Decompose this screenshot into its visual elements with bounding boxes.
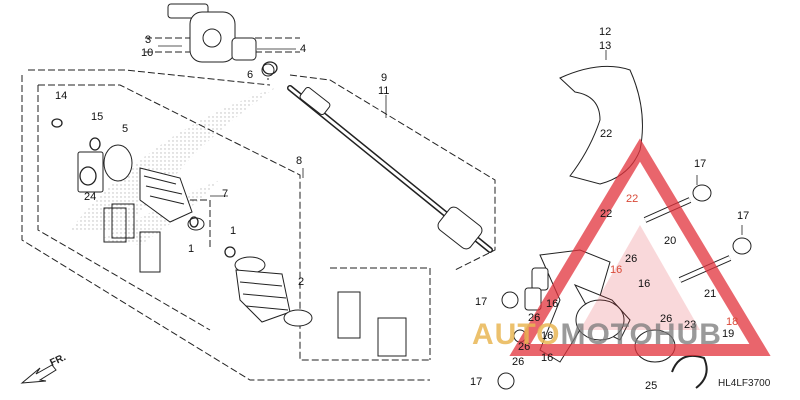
callout-9: 9 [381, 72, 388, 84]
cv-boot-inner [234, 256, 313, 327]
callout-15: 15 [91, 111, 104, 123]
callout-16b: 16 [638, 278, 651, 290]
callout-20: 20 [664, 235, 677, 247]
watermark-part-1: AUTO [472, 318, 561, 351]
callout-16a: 16 [610, 264, 623, 276]
callout-3: 3 [145, 34, 152, 46]
callout-17c: 17 [475, 296, 488, 308]
watermark-part-3: HUB [653, 318, 722, 351]
watermark-text: AUTOMOTOHUB [472, 318, 722, 352]
callout-7: 7 [222, 188, 229, 200]
callout-18: 18 [726, 316, 739, 328]
callout-1a: 1 [230, 225, 237, 237]
callout-11: 11 [378, 85, 390, 97]
callout-16d: 16 [541, 330, 554, 342]
callout-4: 4 [300, 43, 307, 55]
watermark-wing-logo [70, 88, 275, 245]
callout-8: 8 [296, 155, 303, 167]
pins-and-boxes [77, 151, 407, 357]
callout-26e: 26 [512, 356, 525, 368]
callout-10: 10 [141, 47, 154, 59]
callout-17d: 17 [470, 376, 483, 388]
callout-24: 24 [84, 191, 97, 203]
callout-26a: 26 [625, 253, 638, 265]
callout-26c: 26 [518, 341, 531, 353]
callout-16c: 16 [546, 298, 559, 310]
callout-13: 13 [599, 40, 612, 52]
watermark-triangle [509, 138, 771, 356]
callout-23: 23 [684, 319, 697, 331]
driveshaft [287, 85, 493, 253]
callout-17a: 17 [694, 158, 707, 170]
callout-17b: 17 [737, 210, 750, 222]
callout-16e: 16 [541, 352, 554, 364]
leader-lines [158, 45, 743, 235]
callout-14: 14 [55, 90, 68, 102]
cv-joint-outer [167, 3, 275, 77]
callout-12: 12 [599, 26, 612, 38]
callout-22a: 22 [600, 128, 613, 140]
cv-boot-outer [103, 144, 205, 231]
callout-5: 5 [122, 123, 129, 135]
callout-6: 6 [247, 69, 254, 81]
watermark-part-2: MOTO [560, 318, 654, 351]
callout-2: 2 [298, 276, 305, 288]
pivot-pins [497, 184, 752, 390]
front-direction-arrow [20, 364, 57, 384]
callout-26b: 26 [528, 312, 541, 324]
callout-26d: 26 [660, 313, 673, 325]
callout-21: 21 [704, 288, 717, 300]
callout-19: 19 [722, 328, 735, 340]
snap-ring [671, 354, 708, 389]
callout-22b: 22 [600, 208, 613, 220]
small-rings [51, 61, 278, 258]
callout-25: 25 [645, 380, 658, 392]
diagram-code: HL4LF3700 [718, 378, 771, 389]
callout-22c: 22 [626, 193, 639, 205]
callout-1b: 1 [188, 243, 195, 255]
